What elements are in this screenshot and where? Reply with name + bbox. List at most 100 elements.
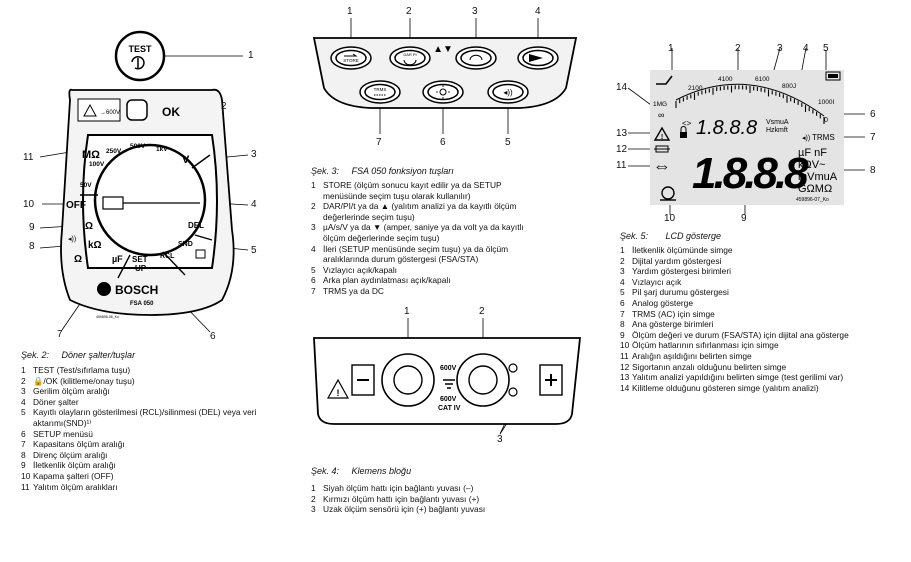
fig2-caption-title: Döner şalter/tuşlar xyxy=(61,350,136,360)
fig2-callout-6: 6 xyxy=(210,331,216,342)
fig3-caption-title: FSA 050 fonksiyon tuşları xyxy=(351,166,454,176)
fig2-callout-5: 5 xyxy=(251,245,257,256)
fig5-caption-num: Şek. 5: xyxy=(620,231,649,241)
kohm-label: kΩ xyxy=(88,240,102,251)
device-illustration: TEST →600V OK MΩ 50V 100V 250V 500V 1kV … xyxy=(39,30,249,333)
svg-text:!: ! xyxy=(661,134,663,141)
ok-label: OK xyxy=(162,105,180,119)
snd-label: SND xyxy=(178,241,193,248)
rcl-label: RCL xyxy=(160,253,175,260)
fig2-callout-10: 10 xyxy=(23,199,35,210)
fig5-callout-2: 2 xyxy=(735,43,741,54)
dar-key-label: DAR PI xyxy=(403,52,416,57)
arrow-up-down: ▲▼ xyxy=(433,44,453,55)
fig2-callout-1: 1 xyxy=(248,50,254,61)
fig5-callout-5: 5 xyxy=(823,43,829,54)
unit-kohm-v: kΩV~ xyxy=(798,159,825,171)
volt-500: 500V xyxy=(130,143,146,150)
fig2-callout-11: 11 xyxy=(23,152,34,163)
fig4-callout-2: 2 xyxy=(479,306,485,317)
small-digits: 1.8.8.8 xyxy=(696,117,757,139)
unit-uf-nf: µF nF xyxy=(798,147,827,159)
fig5-callout-9: 9 xyxy=(741,213,747,224)
off-label: OFF xyxy=(66,200,86,211)
fig2-callout-4: 4 xyxy=(251,199,257,210)
fig3-callout-7: 7 xyxy=(376,137,382,148)
fig5-caption-title: LCD gösterge xyxy=(665,231,722,241)
fig3-callout-6: 6 xyxy=(440,137,446,148)
test-button-label: TEST xyxy=(128,44,152,54)
scale-6100: 6100 xyxy=(755,76,770,83)
uf-label: µF xyxy=(112,254,123,264)
big-digits: 1.8.8.8 xyxy=(692,149,809,198)
fig5-callout-7: 7 xyxy=(870,132,876,143)
fig2-callout-8: 8 xyxy=(29,241,35,252)
svg-text:⇔: ⇔ xyxy=(653,156,671,176)
small-units-2: Hzkmft xyxy=(766,127,788,134)
scale-4100: 4100 xyxy=(718,76,733,83)
fig5-caption: Şek. 5: LCD gösterge xyxy=(620,231,721,241)
fig4-callout-3: 3 xyxy=(497,434,503,445)
fig3-callout-1: 1 xyxy=(347,6,353,17)
volt-50: 50V xyxy=(80,182,92,189)
fig2-caption: Şek. 2: Döner şalter/tuşlar xyxy=(21,350,135,360)
fig5-callout-1: 1 xyxy=(668,43,674,54)
fig5-callout-14: 14 xyxy=(616,82,628,93)
buzzer-indicator: ◂)) xyxy=(802,135,810,142)
speaker-glyph: ◂)) xyxy=(503,88,513,97)
fig3-callout-5: 5 xyxy=(505,137,511,148)
lcd-code: 459896-07_Ko xyxy=(796,197,829,203)
fig4-caption: Şek. 4: Klemens bloğu xyxy=(311,466,411,476)
fig3-caption: Şek. 3: FSA 050 fonksiyon tuşları xyxy=(311,166,454,176)
scale-zero: 0 xyxy=(824,117,828,124)
fig4-callout-1: 1 xyxy=(404,306,410,317)
test-button-ring xyxy=(114,30,166,82)
brand-label: BOSCH xyxy=(115,283,158,297)
fig2-caption-num: Şek. 2: xyxy=(21,350,50,360)
scale-infinity: ∞ xyxy=(658,110,664,120)
function-keys-illustration: STORE DAR PI ▲▼ TRMS ◂)) xyxy=(312,18,578,134)
cat-label: CAT IV xyxy=(438,405,461,412)
unit-mv-ma: mVmuA xyxy=(798,171,838,183)
terminal-block-illustration: ! 600V 600V CAT IV xyxy=(313,318,581,435)
svg-text:→600V: →600V xyxy=(100,110,120,116)
legend-item: 2🔒/OK (kilitleme/onay tuşu) xyxy=(21,375,135,386)
fig5-callout-11: 11 xyxy=(616,160,627,171)
small-units-1: VsmuA xyxy=(766,119,789,126)
scale-1000i: 1000I xyxy=(818,99,834,106)
svg-text:<>: <> xyxy=(682,119,692,128)
terminal-600v-a: 600V xyxy=(440,365,457,372)
fig4-caption-num: Şek. 4: xyxy=(311,466,340,476)
fig5-callout-4: 4 xyxy=(803,43,809,54)
terminal-panel xyxy=(313,337,581,425)
del-label: DEL xyxy=(188,221,204,230)
fig2-callout-7: 7 xyxy=(57,329,63,340)
fig3-callout-4: 4 xyxy=(535,6,541,17)
volt-250: 250V xyxy=(106,148,122,155)
